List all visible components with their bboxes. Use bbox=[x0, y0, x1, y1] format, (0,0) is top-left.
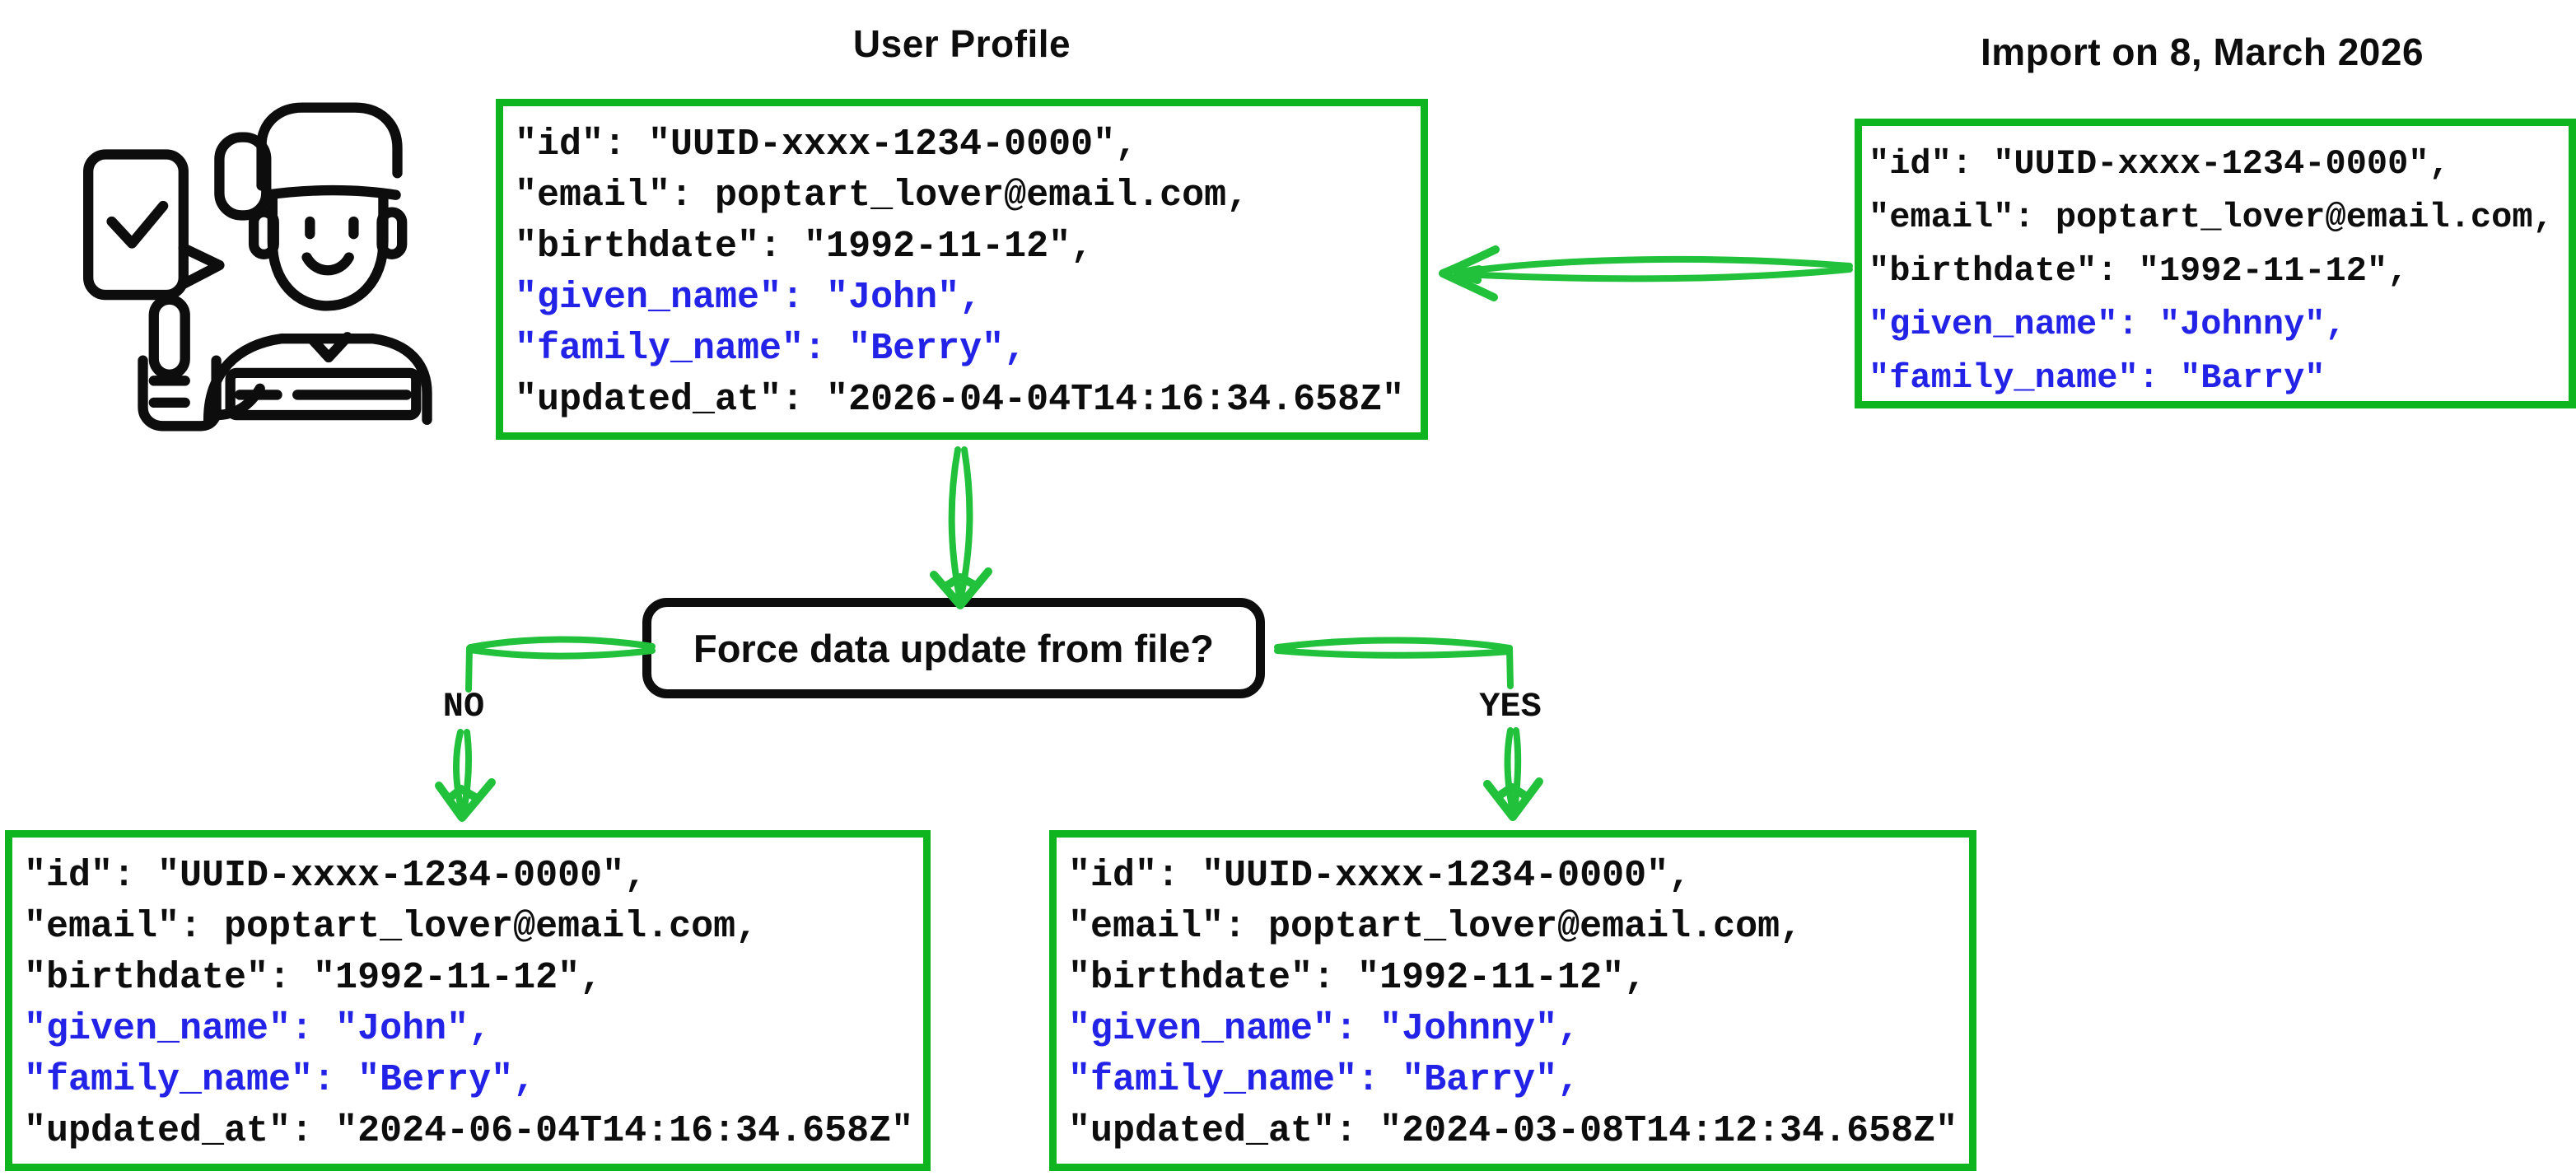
import-title: Import on 8, March 2026 bbox=[1980, 30, 2424, 73]
user-profile-title: User Profile bbox=[852, 22, 1071, 65]
person-thumbs-up-icon bbox=[83, 102, 432, 432]
json-line: "id": "UUID-xxxx-1234-0000", bbox=[515, 124, 1138, 166]
json-line: "family_name": "Barry" bbox=[1869, 358, 2326, 398]
decision-box: Force data update from file? bbox=[642, 598, 1265, 698]
import-json: "id": "UUID-xxxx-1234-0000", "email": pop… bbox=[1862, 126, 2569, 405]
result-no-box: "id": "UUID-xxxx-1234-0000", "email": pop… bbox=[5, 830, 931, 1171]
json-line: "updated_at": "2026-04-04T14:16:34.658Z" bbox=[515, 379, 1405, 421]
torso-outline bbox=[203, 333, 432, 425]
smile bbox=[301, 252, 354, 276]
json-line: "family_name": "Berry", bbox=[515, 328, 1027, 370]
json-line: "email": poptart_lover@email.com, bbox=[1869, 198, 2554, 237]
result-yes-json: "id": "UUID-xxxx-1234-0000", "email": pop… bbox=[1057, 838, 1969, 1157]
json-line: "family_name": "Barry", bbox=[1068, 1059, 1580, 1101]
json-line: "given_name": "Johnny", bbox=[1869, 305, 2346, 344]
right-ear bbox=[376, 207, 408, 259]
json-line: "given_name": "Johnny", bbox=[1068, 1008, 1580, 1050]
user-profile-box: "id": "UUID-xxxx-1234-0000", "email": pop… bbox=[496, 99, 1428, 440]
arrow-profile-to-decision bbox=[930, 446, 992, 609]
result-no-json: "id": "UUID-xxxx-1234-0000", "email": pop… bbox=[12, 838, 923, 1157]
result-yes-box: "id": "UUID-xxxx-1234-0000", "email": pop… bbox=[1049, 830, 1976, 1171]
cap-brim-line bbox=[261, 184, 401, 200]
no-branch-label: NO bbox=[442, 687, 485, 726]
speech-bubble-icon bbox=[83, 149, 189, 301]
yes-branch-label: YES bbox=[1479, 687, 1542, 726]
check-mark-icon bbox=[106, 200, 169, 249]
arrow-no-branch bbox=[435, 636, 656, 822]
json-line: "id": "UUID-xxxx-1234-0000", bbox=[1869, 144, 2450, 184]
speech-bubble-tail bbox=[178, 243, 225, 289]
collar bbox=[306, 332, 353, 363]
json-line: "birthdate": "1992-11-12", bbox=[1869, 251, 2409, 291]
thumb-icon bbox=[148, 294, 190, 380]
json-line: "updated_at": "2024-03-08T14:12:34.658Z" bbox=[1068, 1110, 1958, 1152]
arrow-yes-branch bbox=[1274, 637, 1543, 821]
arrow-import-to-profile bbox=[1439, 245, 1853, 301]
json-line: "given_name": "John", bbox=[515, 277, 982, 319]
json-line: "id": "UUID-xxxx-1234-0000", bbox=[24, 855, 647, 897]
decision-question: Force data update from file? bbox=[693, 626, 1214, 670]
json-line: "email": poptart_lover@email.com, bbox=[24, 906, 758, 948]
json-line: "family_name": "Berry", bbox=[24, 1059, 536, 1101]
import-box: "id": "UUID-xxxx-1234-0000", "email": pop… bbox=[1855, 119, 2576, 408]
user-profile-json: "id": "UUID-xxxx-1234-0000", "email": pop… bbox=[503, 106, 1421, 426]
json-line: "updated_at": "2024-06-04T14:16:34.658Z" bbox=[24, 1110, 914, 1152]
json-line: "email": poptart_lover@email.com, bbox=[1068, 906, 1803, 948]
json-line: "birthdate": "1992-11-12", bbox=[1068, 957, 1647, 999]
json-line: "given_name": "John", bbox=[24, 1008, 492, 1050]
left-ear bbox=[248, 207, 279, 259]
cap-outline bbox=[256, 102, 403, 191]
face-outline bbox=[267, 191, 389, 311]
json-line: "birthdate": "1992-11-12", bbox=[515, 226, 1094, 268]
json-line: "email": poptart_lover@email.com, bbox=[515, 175, 1249, 217]
shirt-band bbox=[225, 367, 422, 421]
json-line: "id": "UUID-xxxx-1234-0000", bbox=[1068, 855, 1692, 897]
json-line: "birthdate": "1992-11-12", bbox=[24, 957, 603, 999]
